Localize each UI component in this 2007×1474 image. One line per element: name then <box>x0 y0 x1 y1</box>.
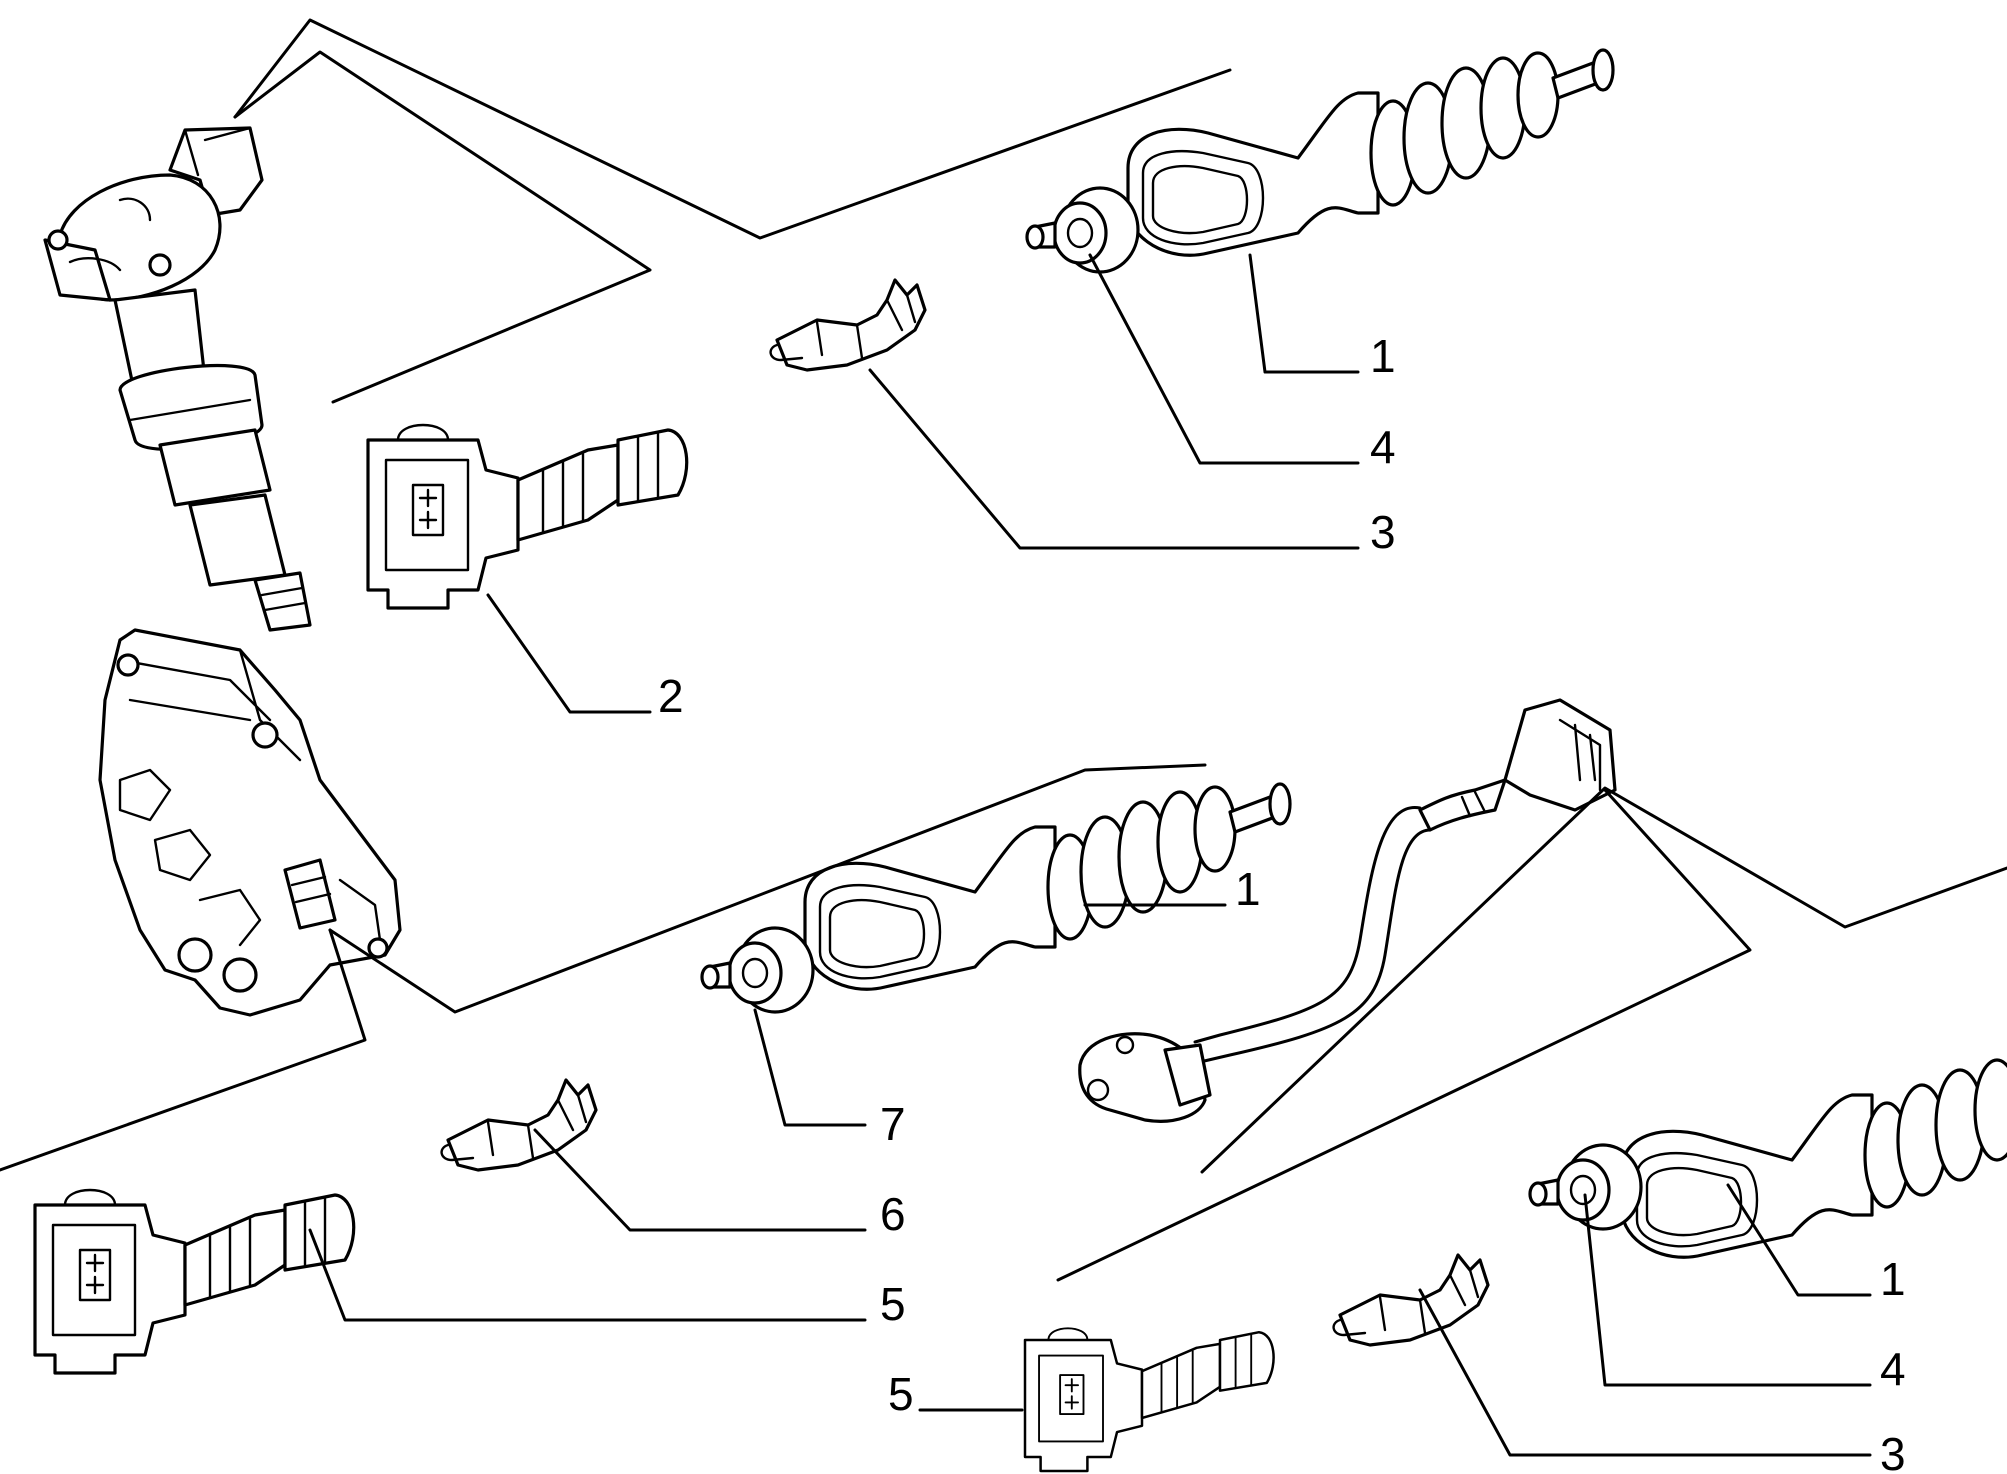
callout-labels: 1 4 3 2 1 7 6 5 1 4 5 3 <box>658 330 1906 1474</box>
connector-5a <box>33 1188 356 1375</box>
callout-1: 1 <box>1880 1253 1906 1305</box>
connector-5b <box>1023 1327 1275 1473</box>
callout-3: 3 <box>1370 506 1396 558</box>
callout-6: 6 <box>880 1188 906 1240</box>
leader-lines <box>308 253 1872 1457</box>
terminal-3a <box>768 278 927 372</box>
callout-4: 4 <box>1370 421 1396 473</box>
callout-2: 2 <box>658 670 684 722</box>
seal-4a <box>1025 186 1140 274</box>
callout-4: 4 <box>1880 1343 1906 1395</box>
callout-5: 5 <box>880 1278 906 1330</box>
callout-1: 1 <box>1235 863 1261 915</box>
sensor-harness <box>1078 698 1617 1123</box>
rubber-boot-1b <box>803 782 1292 991</box>
distributor-body <box>98 628 402 1017</box>
seal-7 <box>700 926 815 1014</box>
rubber-boot-1c <box>1620 1050 2007 1259</box>
terminal-6 <box>439 1078 598 1172</box>
callout-1: 1 <box>1370 330 1396 382</box>
callout-5: 5 <box>888 1368 914 1420</box>
bracket-lines <box>0 18 2007 1282</box>
ignition-coil <box>43 126 312 632</box>
callout-3: 3 <box>1880 1428 1906 1474</box>
seal-4b <box>1528 1143 1643 1231</box>
connector-2 <box>366 423 689 610</box>
terminal-3b <box>1331 1253 1490 1347</box>
callout-7: 7 <box>880 1098 906 1150</box>
